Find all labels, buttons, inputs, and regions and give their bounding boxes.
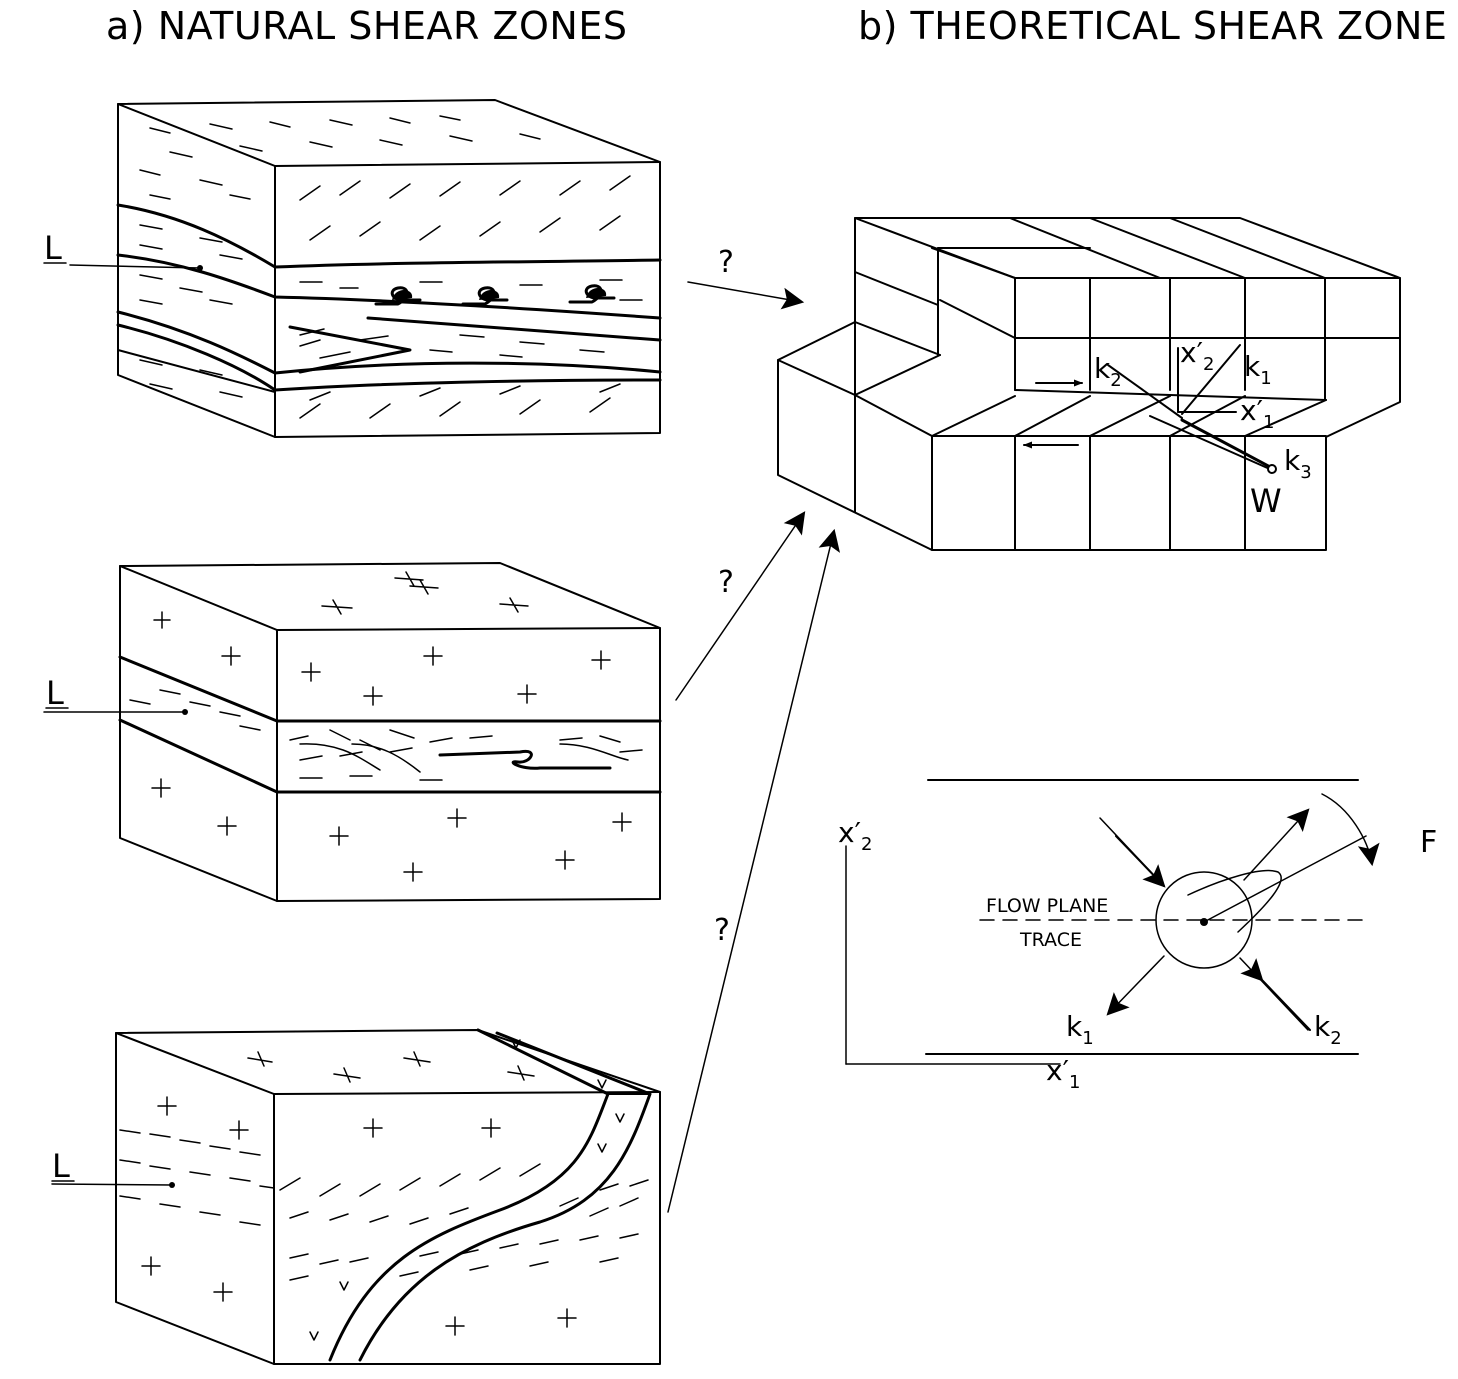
block-1-label: L (44, 229, 62, 267)
natural-block-3: L (51, 1028, 661, 1365)
arrow-block-1 (687, 281, 805, 310)
flow-k1-label: k1 (1066, 1010, 1094, 1049)
sigma-clast-icon (461, 286, 509, 306)
sigma-clast-icon (374, 286, 422, 306)
theo-k1-label: k1 (1244, 350, 1272, 389)
natural-block-1: L (43, 99, 662, 438)
arrow-block-2 (675, 511, 806, 701)
theo-x2-label: x′2 (1180, 336, 1214, 375)
question-mark-1: ? (718, 245, 734, 280)
diverging-arrow-icon (1106, 955, 1165, 1016)
natural-block-2: L (43, 562, 662, 902)
flow-plane-label: FLOW PLANE (986, 895, 1108, 917)
theo-w-label: W (1250, 482, 1282, 520)
k-line-lower-right (1239, 957, 1309, 1031)
flow-plane-diagram: x′2 x′1 k1 k2 F FLOW PLANE TRACE (838, 779, 1437, 1093)
sigma-clast-icon (568, 284, 616, 304)
theo-x1-label: x′1 (1240, 394, 1274, 433)
question-mark-2: ? (718, 565, 734, 600)
block-2-label: L (46, 674, 64, 712)
connecting-arrows: ? ? ? (667, 245, 840, 1213)
theoretical-shear-block: k2 x′2 k1 x′1 k3 W (777, 217, 1401, 551)
converging-arrow-icon (1115, 835, 1166, 888)
block-3-label: L (52, 1147, 70, 1185)
theo-k3-label: k3 (1284, 444, 1312, 483)
trace-label: TRACE (1019, 929, 1082, 951)
diverging-arrow-icon (1243, 808, 1310, 881)
axis-x1-label: x′1 (1046, 1054, 1080, 1093)
flow-f-label: F (1420, 825, 1437, 860)
theo-k2-label: k2 (1094, 352, 1122, 391)
converging-arrow-icon (1240, 958, 1311, 1031)
title-natural-shear-zones: a) NATURAL SHEAR ZONES (106, 4, 628, 48)
arrow-block-3 (667, 528, 840, 1213)
title-theoretical-shear-zone: b) THEORETICAL SHEAR ZONE (858, 4, 1448, 48)
axis-x2-label: x′2 (838, 816, 872, 855)
flow-k2-label: k2 (1314, 1010, 1342, 1049)
question-mark-3: ? (714, 913, 730, 948)
